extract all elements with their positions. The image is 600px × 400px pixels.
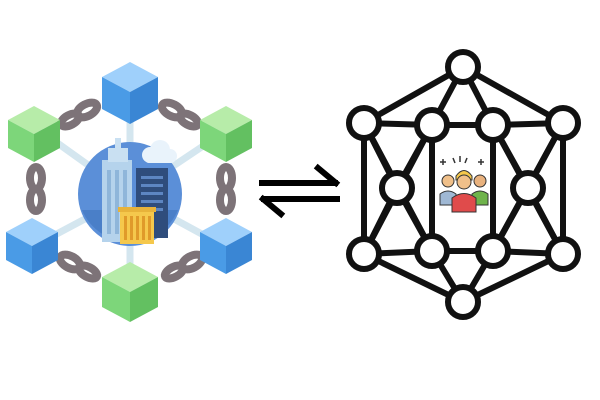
network-node [545,105,581,141]
network-node [545,236,581,272]
city-globe [78,138,182,246]
chain-bottom-right [160,250,207,283]
network-node [445,49,481,85]
cube-bottom-right [200,218,252,274]
network-edge [361,64,466,126]
chain-left [26,163,46,215]
exchange-arrows-icon [258,163,341,219]
cube-top [102,62,158,124]
network-graph-icon [346,49,581,320]
tall-tower [102,138,132,242]
network-edge [460,64,566,126]
network-node [346,105,382,141]
team-people-icon [439,156,489,213]
chain-right [216,163,236,215]
network-nodes [346,49,581,320]
network-node [414,107,450,143]
network-node [510,170,546,206]
network-node [414,233,450,269]
network-node [445,284,481,320]
cloud-icon [142,140,177,163]
network-edge [361,251,466,305]
chain-top-left [56,98,102,131]
network-node [346,236,382,272]
network-node [475,233,511,269]
cube-top-left [8,106,60,162]
chain-links [26,98,236,283]
cube-top-right [200,106,252,162]
person-center [451,170,477,213]
network-node [379,170,415,206]
chain-bottom-left [55,250,102,283]
cube-bottom-left [6,218,58,274]
network-edge [460,251,566,305]
sparkle-marks [440,156,484,165]
yellow-building [118,207,156,244]
chain-top-right [157,98,203,131]
network-node [475,107,511,143]
blockchain-city-hub-icon [6,62,252,322]
cube-bottom [102,262,158,322]
